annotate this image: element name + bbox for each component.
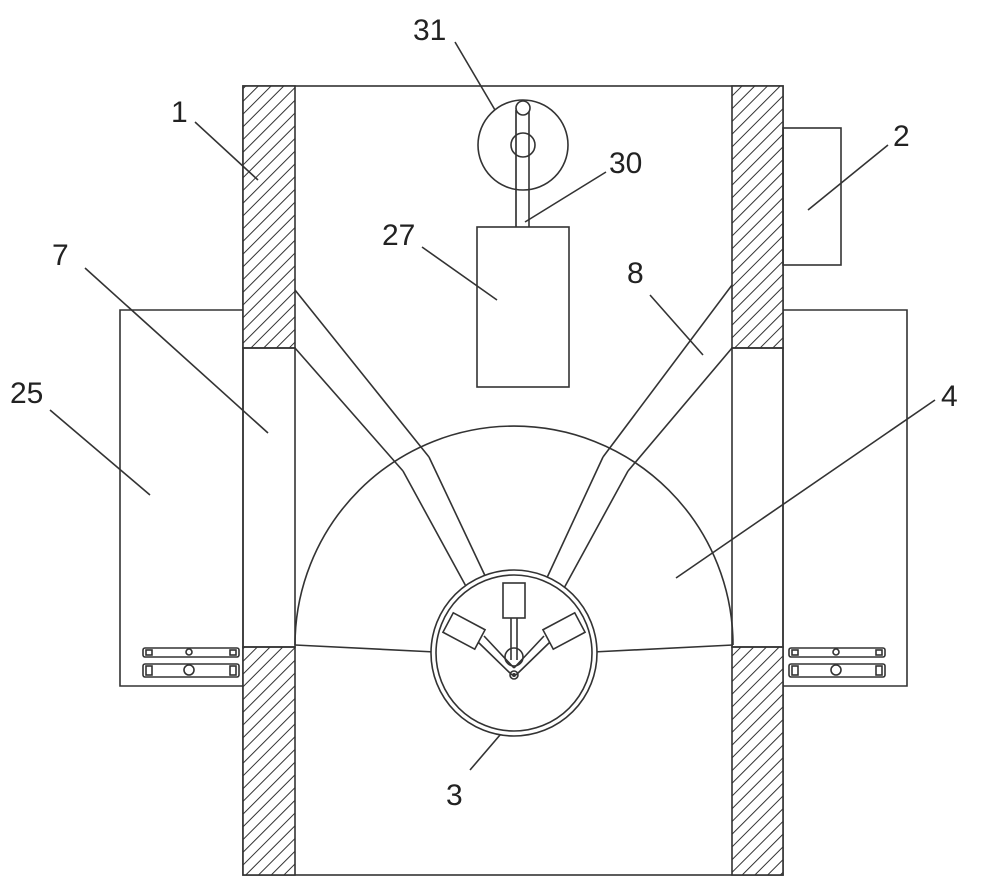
- leader-7: [84, 267, 269, 434]
- side-box-right: [783, 309, 908, 687]
- rod-30: [515, 110, 530, 227]
- leader-30: [524, 171, 607, 223]
- dome-4: [294, 425, 734, 646]
- opening-right: [731, 347, 784, 648]
- dome-base-left: [294, 644, 436, 653]
- leader-2: [807, 144, 889, 211]
- label-8: 8: [627, 257, 644, 290]
- leader-31: [454, 41, 496, 111]
- wheel-31: [477, 99, 569, 227]
- leader-4: [675, 399, 936, 579]
- label-3: 3: [446, 779, 463, 812]
- label-25: 25: [10, 377, 43, 410]
- wall-right-upper: [731, 85, 784, 349]
- channel-right-8: [544, 284, 733, 591]
- chamber-3: [430, 569, 598, 737]
- opening-left: [242, 347, 296, 648]
- label-31: 31: [413, 14, 446, 47]
- leader-25: [49, 409, 151, 496]
- dome-base-right: [592, 644, 734, 653]
- leader-8: [649, 294, 704, 356]
- label-7: 7: [52, 239, 69, 272]
- label-1: 1: [171, 96, 188, 129]
- label-2: 2: [893, 120, 910, 153]
- leader-3: [469, 734, 501, 771]
- component-2-box: [782, 127, 842, 266]
- channel-left: [294, 289, 489, 591]
- leader-27: [421, 246, 498, 301]
- wall-left-upper: [242, 85, 296, 349]
- bracket-right: [788, 647, 886, 678]
- label-4: 4: [941, 380, 958, 413]
- bracket-left: [142, 647, 240, 678]
- leader-1: [194, 121, 259, 181]
- block-27: [476, 226, 570, 388]
- label-30: 30: [609, 147, 642, 180]
- housing-frame: [242, 85, 784, 876]
- wall-left-lower: [242, 646, 296, 876]
- label-27: 27: [382, 219, 415, 252]
- side-box-left: [119, 309, 243, 687]
- wall-right-lower: [731, 646, 784, 876]
